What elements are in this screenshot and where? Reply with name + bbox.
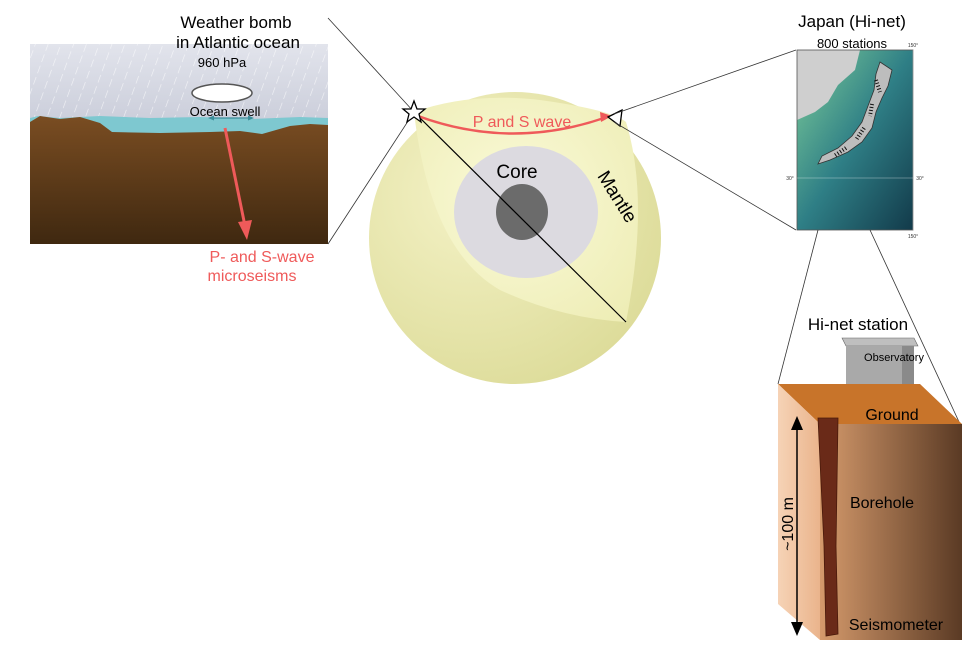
depth-arrow-up <box>791 416 803 430</box>
core-label: Core <box>496 162 537 183</box>
storm-cloud <box>191 83 253 103</box>
station-dots <box>832 79 882 158</box>
seafloor-soil <box>30 116 328 244</box>
inner-core <box>496 184 548 240</box>
connector-line-japan-top <box>613 49 797 115</box>
arrow-down-head <box>238 220 252 240</box>
ocean-swell-label: Ocean swell <box>190 104 261 119</box>
connector-line-bottom <box>327 111 415 245</box>
earth-axis-line <box>413 111 627 323</box>
pressure-label: 960 hPa <box>198 55 247 70</box>
map-tick-bottom-right: 150° <box>908 234 918 240</box>
wave-label: P and S wave <box>473 114 572 131</box>
borehole-label: Borehole <box>850 495 914 512</box>
rain-pattern <box>30 44 328 128</box>
connector-line-top <box>327 17 415 113</box>
star-icon <box>401 99 427 124</box>
observatory-label: Observatory <box>864 352 924 364</box>
map-tick-right: 30° <box>916 176 924 182</box>
ground-label: Ground <box>865 407 918 424</box>
map-tick-left: 30° <box>786 176 794 182</box>
depth-arrow-down <box>791 622 803 636</box>
weather-bomb-panel: Weather bomb in Atlantic ocean 960 hPa O… <box>30 13 328 285</box>
observatory-side <box>902 346 914 396</box>
stations-label: 800 stations <box>817 36 888 51</box>
connector-line-japan-bottom <box>613 121 797 231</box>
wave-path <box>417 114 605 135</box>
ground-top <box>778 384 962 424</box>
hinet-station-panel: Hi-net station Observatory ~100 m Ground… <box>778 315 962 640</box>
depth-label: ~100 m <box>780 497 797 551</box>
connector-line-station-right <box>869 229 961 425</box>
observatory-roof <box>841 337 919 347</box>
weather-bomb-title-2: in Atlantic ocean <box>176 33 300 52</box>
swell-arrow-right <box>248 115 254 121</box>
box-side-face <box>778 384 820 640</box>
borehole-shaft <box>817 417 839 637</box>
map-tick-top-right: 150° <box>908 43 918 49</box>
box-front-face <box>820 424 962 640</box>
swell-arrow-left <box>208 115 214 121</box>
japan-islands <box>817 61 893 165</box>
seismometer-label: Seismometer <box>849 617 944 634</box>
map-continent <box>797 50 860 120</box>
japan-map-panel: Japan (Hi-net) 800 stations 150° 30° 30°… <box>786 12 924 240</box>
earth-globe: P and S wave Core Mantle <box>369 92 661 384</box>
arrow-down-icon <box>223 127 247 227</box>
connector-line-station-left <box>777 229 819 385</box>
microseisms-label-1: P- and S-wave <box>210 249 315 266</box>
weather-bomb-title-1: Weather bomb <box>180 13 291 32</box>
station-title: Hi-net station <box>808 315 908 334</box>
wave-arrow-head <box>600 112 612 122</box>
microseisms-label-2: microseisms <box>208 268 297 285</box>
japan-title: Japan (Hi-net) <box>798 12 906 31</box>
